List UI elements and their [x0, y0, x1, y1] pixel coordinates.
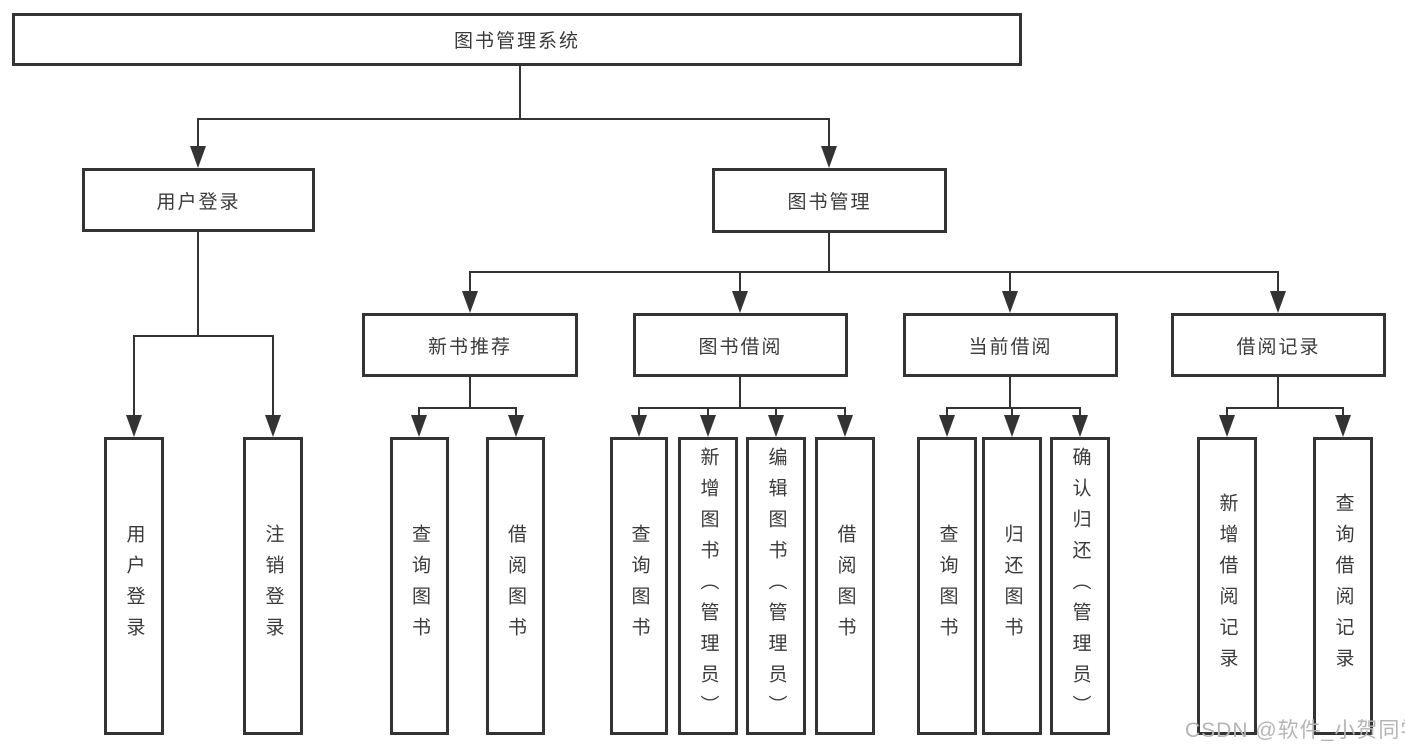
connector-line: [706, 408, 710, 417]
arrow-down-icon: [1335, 415, 1351, 437]
connector-line: [514, 408, 518, 417]
connector-line: [827, 119, 831, 148]
connector-line: [417, 406, 518, 410]
node-query-books-recommend: 查询图书: [390, 437, 449, 735]
arrow-down-icon: [1219, 415, 1235, 437]
node-current-borrowing: 当前借阅: [903, 313, 1118, 377]
node-label-book-borrowing: 图书借阅: [698, 336, 783, 358]
arrow-down-icon: [508, 415, 524, 437]
node-label-query-books-recommend: 查询图书: [409, 524, 430, 648]
connector-line: [1276, 377, 1280, 408]
node-label-query-books-current: 查询图书: [936, 524, 958, 648]
node-label-add-books-admin: 新增图书（管理员）: [697, 446, 719, 726]
node-label-query-books-borrow: 查询图书: [628, 524, 650, 648]
connector-line: [945, 406, 1082, 410]
node-book-management: 图书管理: [712, 168, 947, 233]
connector-line: [196, 117, 831, 121]
connector-line: [1010, 408, 1014, 417]
connector-line: [417, 408, 421, 417]
connector-line: [132, 336, 136, 417]
node-label-current-borrowing: 当前借阅: [968, 336, 1053, 358]
node-label-borrow-books: 借阅图书: [834, 524, 856, 648]
arrow-down-icon: [732, 291, 748, 313]
connector-line: [1225, 406, 1345, 410]
node-label-book-management: 图书管理: [787, 192, 872, 213]
arrow-down-icon: [190, 146, 206, 168]
connector-line: [774, 408, 778, 417]
arrow-down-icon: [700, 415, 716, 437]
node-user-login-branch: 用户登录: [82, 168, 315, 232]
arrow-down-icon: [265, 415, 281, 437]
connector-line: [518, 66, 522, 119]
connector-line: [468, 272, 472, 293]
node-logout: 注销登录: [243, 437, 303, 735]
node-book-borrowing: 图书借阅: [633, 313, 848, 377]
node-query-borrow-record: 查询借阅记录: [1313, 437, 1373, 735]
arrow-down-icon: [126, 415, 142, 437]
node-label-new-book-recommend: 新书推荐: [427, 336, 512, 358]
node-system-root: 图书管理系统: [12, 13, 1022, 66]
connector-line: [637, 406, 847, 410]
node-confirm-return-admin: 确认归还（管理员）: [1050, 437, 1110, 735]
node-borrow-books: 借阅图书: [815, 437, 875, 735]
connector-line: [738, 377, 742, 408]
connector-line: [468, 377, 472, 408]
arrow-down-icon: [1270, 291, 1286, 313]
arrow-down-icon: [1072, 415, 1088, 437]
connector-line: [738, 272, 742, 293]
arrow-down-icon: [1004, 415, 1020, 437]
node-borrowing-records: 借阅记录: [1171, 313, 1386, 377]
node-new-book-recommend: 新书推荐: [362, 313, 578, 377]
connector-line: [1008, 272, 1012, 293]
node-borrow-books-recommend: 借阅图书: [486, 437, 545, 735]
node-edit-books-admin: 编辑图书（管理员）: [746, 437, 806, 735]
connector-line: [1225, 408, 1229, 417]
connector-line: [637, 408, 641, 417]
connector-line: [1078, 408, 1082, 417]
connector-line: [196, 232, 200, 336]
arrow-down-icon: [821, 146, 837, 168]
node-query-books-borrow: 查询图书: [610, 437, 668, 735]
connector-line: [468, 270, 1280, 274]
node-query-books-current: 查询图书: [917, 437, 977, 735]
node-label-system-root: 图书管理系统: [453, 31, 580, 52]
node-user-login: 用户登录: [104, 437, 164, 735]
node-label-user-login-branch: 用户登录: [156, 191, 241, 213]
arrow-down-icon: [837, 415, 853, 437]
connector-line: [1008, 377, 1012, 408]
connector-line: [132, 334, 275, 338]
connector-line: [1341, 408, 1345, 417]
node-label-borrow-books-recommend: 借阅图书: [505, 524, 526, 648]
connector-line: [945, 408, 949, 417]
arrow-down-icon: [1002, 291, 1018, 313]
connector-line: [827, 233, 831, 272]
connector-line: [196, 119, 200, 148]
connector-line: [271, 336, 275, 417]
node-label-borrowing-records: 借阅记录: [1236, 336, 1321, 358]
node-label-confirm-return-admin: 确认归还（管理员）: [1069, 446, 1091, 726]
node-label-return-books: 归还图书: [1001, 524, 1023, 648]
node-return-books: 归还图书: [982, 437, 1042, 735]
node-add-books-admin: 新增图书（管理员）: [678, 437, 738, 735]
node-add-borrow-record: 新增借阅记录: [1197, 437, 1257, 735]
connector-line: [1276, 272, 1280, 293]
node-label-add-borrow-record: 新增借阅记录: [1216, 493, 1238, 679]
node-label-edit-books-admin: 编辑图书（管理员）: [765, 446, 787, 726]
node-label-user-login: 用户登录: [123, 524, 145, 648]
arrow-down-icon: [411, 415, 427, 437]
arrow-down-icon: [631, 415, 647, 437]
node-label-logout: 注销登录: [262, 524, 284, 648]
arrow-down-icon: [462, 291, 478, 313]
csdn-watermark: CSDN @软件_小贺同学: [1185, 719, 1405, 742]
arrow-down-icon: [768, 415, 784, 437]
connector-line: [843, 408, 847, 417]
node-label-query-borrow-record: 查询借阅记录: [1332, 493, 1354, 679]
arrow-down-icon: [939, 415, 955, 437]
